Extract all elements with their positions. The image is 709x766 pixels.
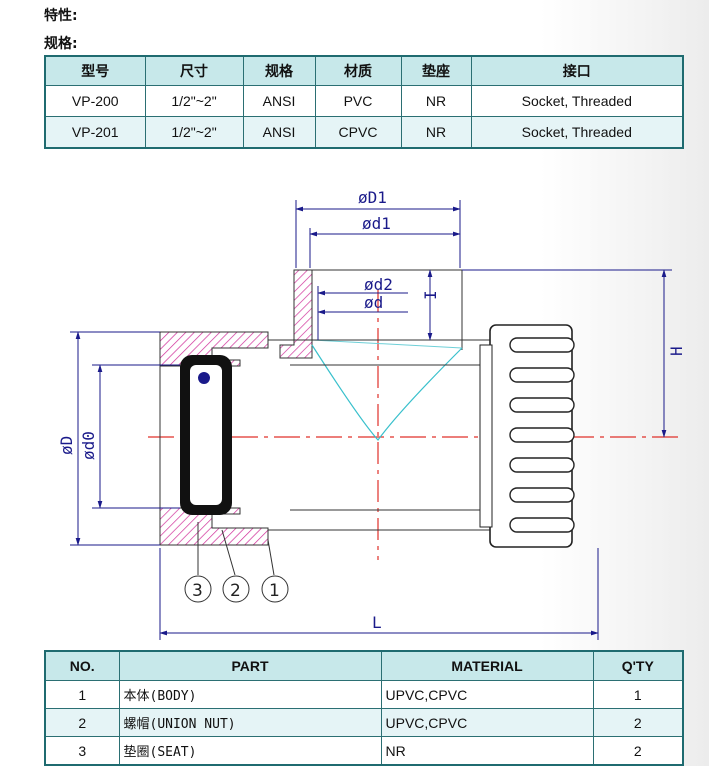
specs-label: 规格: — [44, 36, 78, 52]
table-cell: NR — [400, 116, 472, 149]
table-cell: UPVC,CPVC — [380, 708, 594, 737]
table-cell: PVC — [314, 85, 402, 117]
callout-2-label: 2 — [230, 581, 241, 601]
callout-1-label: 1 — [269, 581, 280, 601]
parts-header-no: NO. — [44, 650, 120, 681]
callout-2 — [222, 575, 250, 603]
table-cell: 垫圈(SEAT) — [118, 736, 382, 766]
dim-d: ød — [364, 293, 383, 312]
table-cell: 3 — [44, 736, 120, 766]
table-cell: 1/2"~2" — [144, 85, 244, 117]
table-row: 3 垫圈(SEAT) NR 2 — [44, 736, 684, 766]
parts-header-row: NO. PART MATERIAL Q'TY — [44, 650, 684, 681]
dim-d1: ød1 — [362, 214, 391, 233]
table-cell: 本体(BODY) — [118, 680, 382, 709]
valve-body — [159, 331, 491, 546]
table-cell: Socket, Threaded — [470, 116, 684, 149]
parts-header-material: MATERIAL — [380, 650, 594, 681]
table-cell: ANSI — [242, 85, 316, 117]
table-cell: NR — [380, 736, 594, 766]
spec-table: 型号 尺寸 规格 材质 垫座 接口 VP-200 1/2"~2" ANSI PV… — [44, 55, 684, 149]
table-row: VP-201 1/2"~2" ANSI CPVC NR Socket, Thre… — [44, 116, 684, 149]
spec-header-material: 材质 — [314, 55, 402, 86]
table-cell: CPVC — [314, 116, 402, 149]
top-branch — [279, 269, 463, 441]
dim-d2: ød2 — [364, 275, 393, 294]
table-row: VP-200 1/2"~2" ANSI PVC NR Socket, Threa… — [44, 85, 684, 117]
spec-header-standard: 规格 — [242, 55, 316, 86]
parts-header-qty: Q'TY — [592, 650, 684, 681]
parts-header-part: PART — [118, 650, 382, 681]
dim-L: L — [372, 613, 382, 632]
dim-D: øD — [57, 436, 76, 455]
table-row: 1 本体(BODY) UPVC,CPVC 1 — [44, 680, 684, 709]
dimension-lines — [70, 200, 672, 640]
table-cell: 1/2"~2" — [144, 116, 244, 149]
table-row: 2 螺帽(UNION NUT) UPVC,CPVC 2 — [44, 708, 684, 737]
callout-3 — [184, 575, 212, 603]
dim-I: I — [421, 290, 440, 300]
table-cell: 螺帽(UNION NUT) — [118, 708, 382, 737]
dim-d0: ød0 — [79, 431, 98, 460]
ball-icon — [198, 372, 210, 384]
table-cell: 2 — [592, 736, 684, 766]
features-label: 特性: — [44, 8, 78, 24]
table-cell: 2 — [44, 708, 120, 737]
table-cell: VP-200 — [44, 85, 146, 117]
table-cell: ANSI — [242, 116, 316, 149]
table-cell: VP-201 — [44, 116, 146, 149]
table-cell: UPVC,CPVC — [380, 680, 594, 709]
callout-3-label: 3 — [192, 581, 203, 601]
table-cell: Socket, Threaded — [470, 85, 684, 117]
callout-1 — [261, 575, 289, 603]
table-cell: 2 — [592, 708, 684, 737]
spec-header-connection: 接口 — [470, 55, 684, 86]
spec-header-row: 型号 尺寸 规格 材质 垫座 接口 — [44, 55, 684, 86]
table-cell: NR — [400, 85, 472, 117]
right-union-nut — [479, 324, 575, 548]
parts-table: NO. PART MATERIAL Q'TY 1 本体(BODY) UPVC,C… — [44, 650, 684, 766]
callouts — [184, 522, 289, 603]
spec-header-seat: 垫座 — [400, 55, 472, 86]
dim-H: H — [667, 346, 686, 356]
dim-D1: øD1 — [358, 188, 387, 207]
table-cell: 1 — [592, 680, 684, 709]
spec-header-model: 型号 — [44, 55, 146, 86]
table-cell: 1 — [44, 680, 120, 709]
